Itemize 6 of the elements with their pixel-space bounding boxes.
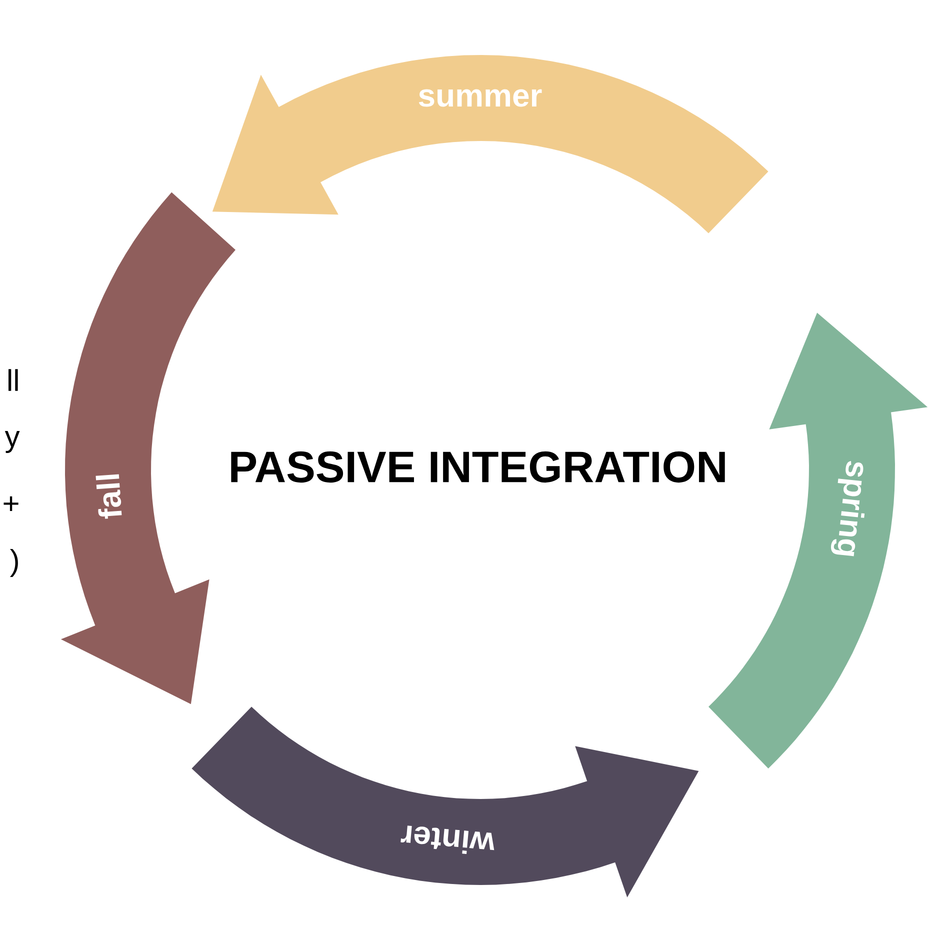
arrow-band: summer bbox=[212, 55, 768, 234]
arrow-band: winter bbox=[192, 706, 699, 898]
cut-off-text: ) bbox=[10, 549, 18, 577]
cut-off-text: + bbox=[4, 496, 18, 512]
cut-off-text: y bbox=[4, 430, 20, 454]
cut-off-text: ll bbox=[8, 369, 18, 391]
